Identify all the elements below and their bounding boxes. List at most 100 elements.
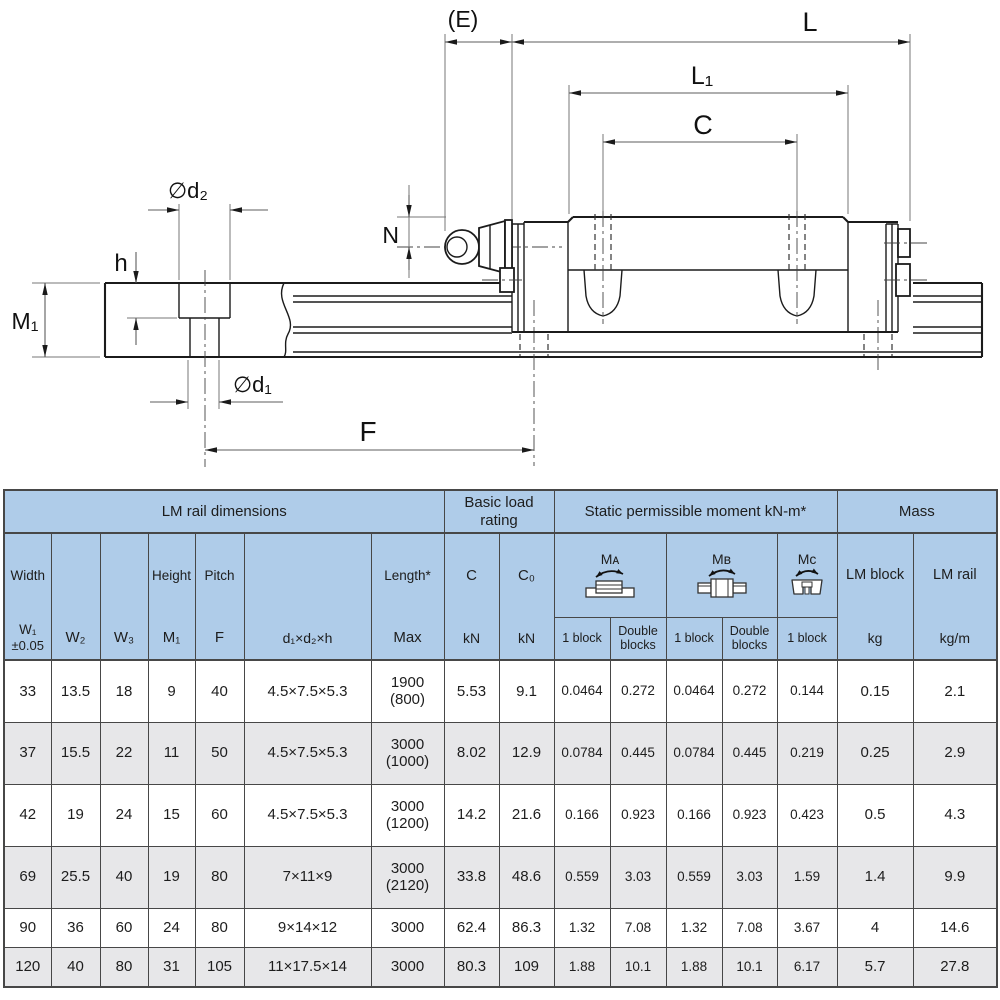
w1-symbol: W₁ [19, 622, 37, 638]
table-cell: 19 [50, 783, 101, 847]
subcol-mb-double: Double blocks [721, 616, 778, 661]
lm-guide-dimension-drawing: .p2{stroke:#1b1b1b;stroke-width:2.1;fill… [12, 6, 984, 467]
lm-block-side-view [511, 211, 899, 334]
mc-label: Mᴄ [797, 550, 817, 567]
table-cell: 86.3 [498, 907, 555, 948]
table-cell: 0.0464 [553, 659, 611, 723]
table-cell: 6.17 [776, 946, 838, 988]
table-cell: 4.5×7.5×5.3 [243, 783, 372, 847]
table-cell: 69 [3, 845, 52, 909]
table-cell: 9.9 [912, 845, 998, 909]
table-cell: 5.7 [836, 946, 914, 988]
col-header-mb: Mʙ [665, 532, 778, 618]
table-cell: 9 [147, 659, 196, 723]
table-row: 42 19 24 15 60 4.5×7.5×5.3 3000 (1200) 1… [3, 783, 998, 847]
table-cell: 0.219 [776, 721, 838, 785]
col-header-c: C [443, 532, 500, 617]
dim-label-L: L [802, 7, 817, 37]
table-units-row: W₁ ±0.05 W₂ W₃ M₁ F d₁×d₂×h Max kN kN 1 … [3, 616, 998, 661]
table-cell: 3000 (1000) [370, 721, 445, 785]
table-cell: 3.03 [721, 845, 778, 909]
unit-c0-kn: kN [498, 617, 555, 661]
lm-rail-spec-table: LM rail dimensions Basic load rating Sta… [3, 489, 999, 988]
mb-label: Mʙ [711, 550, 732, 567]
table-cell: 0.5 [836, 783, 914, 847]
table-cell: 3.67 [776, 907, 838, 948]
unit-mass-block-kg: kg [836, 617, 914, 661]
col-header-holes-spacer [243, 532, 372, 617]
unit-holes: d₁×d₂×h [243, 617, 372, 661]
grease-nipple [397, 219, 562, 293]
table-cell: 1.32 [665, 907, 723, 948]
dim-label-N: N [382, 222, 399, 248]
dimension-lines: (E) L L₁ C N ∅d₂ h M₁ [12, 6, 911, 453]
group-header-mass: Mass [836, 489, 998, 534]
table-cell: 1.88 [553, 946, 611, 988]
table-cell: 0.559 [665, 845, 723, 909]
table-cell: 80 [99, 946, 149, 988]
table-cell: 25.5 [50, 845, 101, 909]
dim-label-E: (E) [448, 6, 479, 32]
table-row: 33 13.5 18 9 40 4.5×7.5×5.3 1900 (800) 5… [3, 659, 998, 723]
unit-m1: M₁ [147, 617, 196, 661]
group-header-static-moment: Static permissible moment kN-m* [553, 489, 838, 534]
group-header-rail-dims: LM rail dimensions [3, 489, 445, 534]
unit-w3: W₃ [99, 617, 149, 661]
table-cell: 50 [194, 721, 245, 785]
table-cell: 7×11×9 [243, 845, 372, 909]
block-mounting-hole-right [777, 214, 817, 317]
col-header-ma: Mᴀ [553, 532, 667, 618]
unit-c-kn: kN [443, 617, 500, 661]
table-cell: 0.272 [609, 659, 667, 723]
w1-tolerance: ±0.05 [11, 637, 44, 653]
table-cell: 4.5×7.5×5.3 [243, 659, 372, 723]
dim-label-h: h [114, 250, 127, 277]
table-cell: 0.923 [609, 783, 667, 847]
table-cell: 15 [147, 783, 196, 847]
table-cell: 1.4 [836, 845, 914, 909]
block-mounting-hole-left [583, 214, 623, 317]
table-cell: 0.423 [776, 783, 838, 847]
table-cell: 109 [498, 946, 555, 988]
table-cell: 10.1 [609, 946, 667, 988]
unit-length-max: Max [370, 617, 445, 661]
dim-label-C: C [693, 110, 713, 140]
col-header-height: Height [147, 532, 196, 617]
table-cell: 11×17.5×14 [243, 946, 372, 988]
col-header-width: Width [3, 532, 52, 617]
table-cell: 60 [194, 783, 245, 847]
table-cell: 22 [99, 721, 149, 785]
table-cell: 4.3 [912, 783, 998, 847]
table-cell: 27.8 [912, 946, 998, 988]
table-cell: 14.2 [443, 783, 500, 847]
table-row: 69 25.5 40 19 80 7×11×9 3000 (2120) 33.8… [3, 845, 998, 909]
moment-mb-icon [696, 568, 747, 598]
table-cell: 0.0784 [665, 721, 723, 785]
unit-mass-rail-kgm: kg/m [912, 617, 998, 661]
col-header-mass-block: LM block [836, 532, 914, 617]
col-header-pitch: Pitch [194, 532, 245, 617]
table-cell: 12.9 [498, 721, 555, 785]
table-row: 37 15.5 22 11 50 4.5×7.5×5.3 3000 (1000)… [3, 721, 998, 785]
table-cell: 15.5 [50, 721, 101, 785]
table-cell: 42 [3, 783, 52, 847]
subcol-ma-1block: 1 block [553, 616, 611, 661]
dim-label-d2: ∅d₂ [168, 178, 208, 203]
table-cell: 120 [3, 946, 52, 988]
table-cell: 33.8 [443, 845, 500, 909]
table-cell: 40 [50, 946, 101, 988]
subcol-ma-double: Double blocks [609, 616, 667, 661]
table-cell: 1.59 [776, 845, 838, 909]
table-cell: 10.1 [721, 946, 778, 988]
table-cell: 0.445 [721, 721, 778, 785]
moment-mc-icon [791, 568, 823, 595]
table-cell: 80.3 [443, 946, 500, 988]
table-cell: 2.1 [912, 659, 998, 723]
table-cell: 0.559 [553, 845, 611, 909]
table-cell: 40 [99, 845, 149, 909]
col-header-w2-spacer [50, 532, 101, 617]
subcol-mb-1block: 1 block [665, 616, 723, 661]
table-cell: 11 [147, 721, 196, 785]
table-cell: 60 [99, 907, 149, 948]
